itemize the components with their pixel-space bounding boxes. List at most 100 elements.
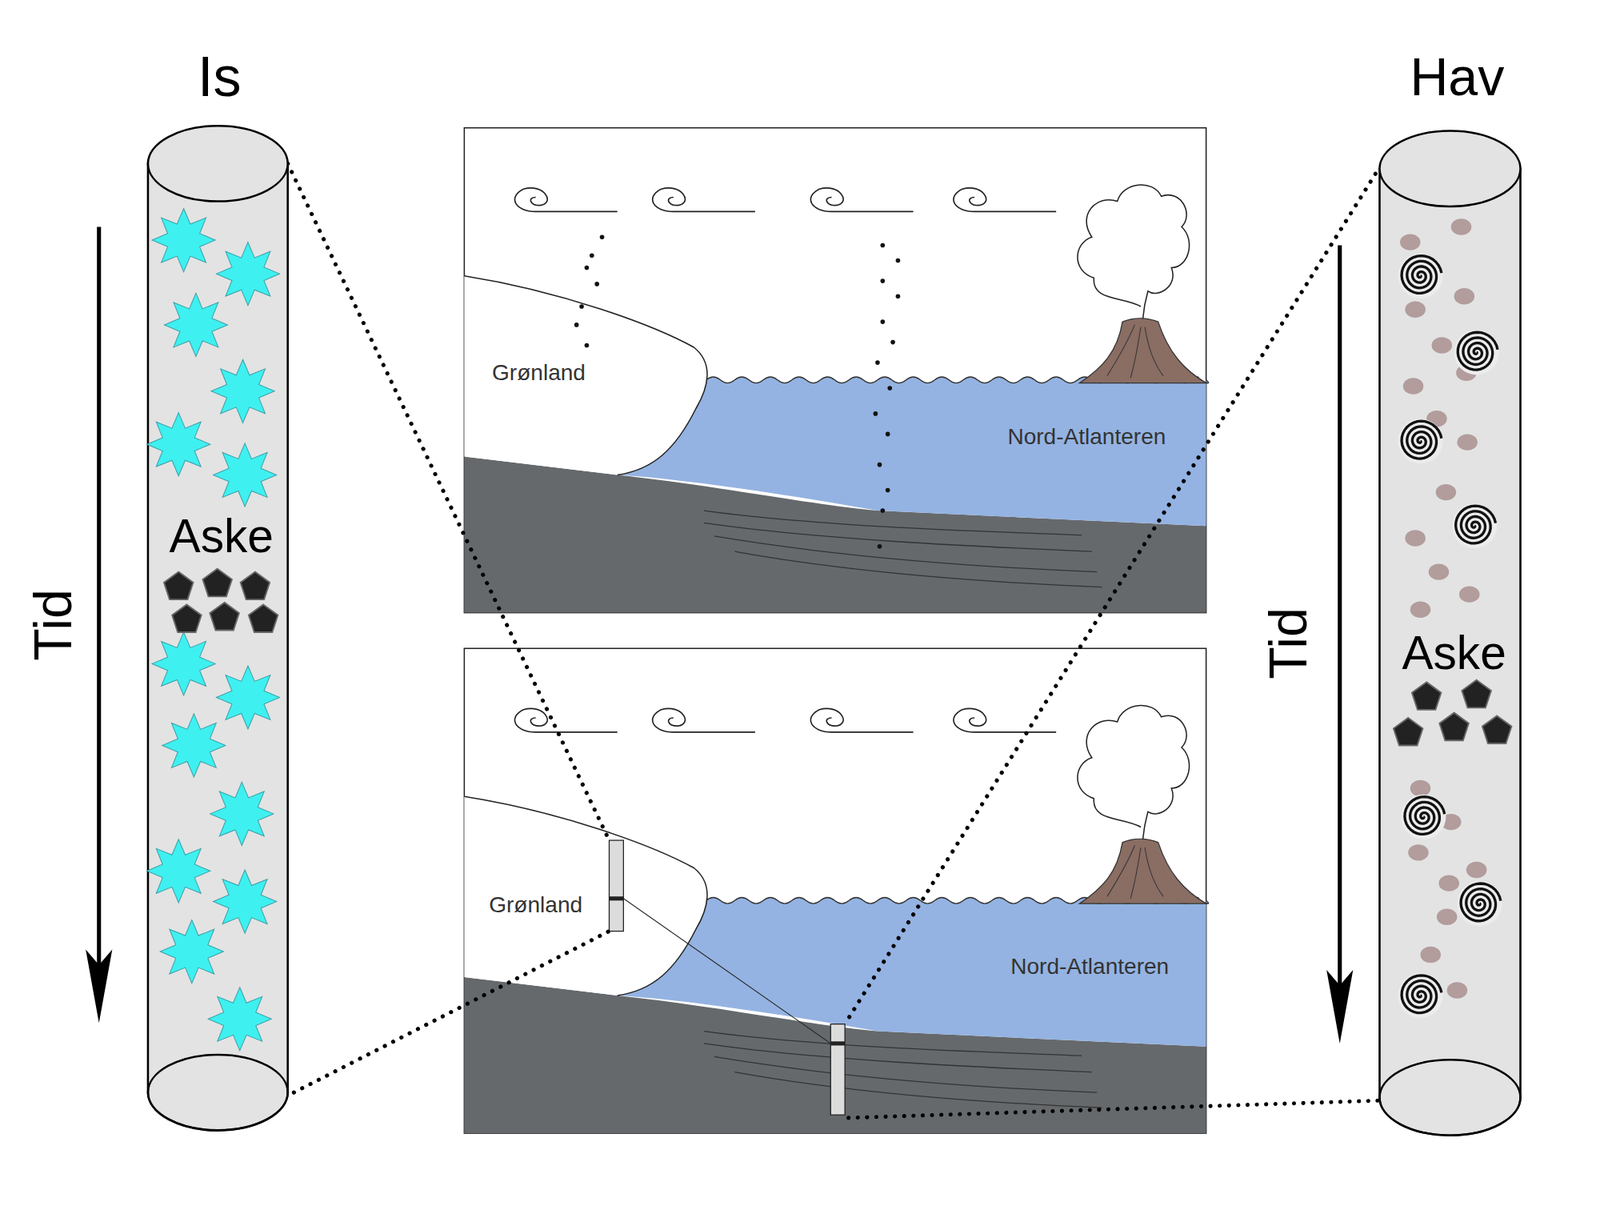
volcano-gully: [1130, 847, 1141, 899]
ash-particle: [1393, 717, 1423, 746]
wind-swirl: [514, 708, 617, 732]
ice-crystal: [162, 713, 226, 777]
ash-particle: [1439, 712, 1468, 741]
ice-crystal: [152, 208, 216, 272]
falling-ash: [887, 385, 892, 391]
region-label: Grønland: [488, 893, 583, 916]
ice-core: [148, 125, 288, 1130]
leader-line: [293, 931, 609, 1093]
foraminifera-shell: [1397, 418, 1443, 464]
ash-layer: [608, 896, 624, 900]
leader-line: [844, 173, 1376, 1024]
wind-swirl: [652, 708, 756, 732]
falling-ash: [885, 432, 891, 437]
sediment-grain: [1432, 336, 1453, 353]
scene-panel: [464, 648, 1208, 1133]
arrow-head: [85, 949, 112, 1024]
wind-swirl: [652, 188, 756, 212]
core-bottom: [1379, 1059, 1520, 1135]
sediment-grain: [1438, 874, 1460, 891]
falling-ash: [890, 340, 896, 345]
falling-ash: [584, 343, 590, 348]
ice-crystal: [152, 632, 216, 696]
ash-particle: [1482, 715, 1512, 744]
falling-ash: [594, 281, 600, 287]
sediment-layer: [714, 1056, 1097, 1092]
sediment-grain: [1436, 908, 1458, 925]
sediment-layer: [714, 536, 1097, 572]
sediment-grain: [1410, 780, 1432, 796]
wind-swirl: [810, 188, 913, 212]
sediment-grain: [1404, 301, 1426, 318]
core-body: [148, 163, 288, 1130]
shell-spiral: [1460, 883, 1501, 921]
sediment-layer: [704, 522, 1092, 552]
sediment-grain: [1404, 529, 1426, 546]
falling-ash: [584, 265, 590, 271]
sediment-layer: [734, 551, 1102, 588]
falling-ash: [574, 322, 580, 328]
core-title: Is: [197, 48, 242, 105]
region-label: Nord-Atlanteren: [1007, 425, 1166, 448]
sediment-grain: [1466, 861, 1488, 878]
ash-cloud: [1077, 184, 1190, 319]
shell-spiral: [1401, 420, 1442, 459]
ocean: [617, 376, 1209, 526]
sea-core-site: [830, 1024, 845, 1116]
falling-ash: [873, 411, 879, 416]
sea-core: [1379, 131, 1520, 1136]
falling-ash: [877, 462, 883, 468]
arrow-head: [1326, 969, 1353, 1044]
core-body: [1379, 168, 1520, 1136]
ash-particle: [1461, 680, 1491, 708]
core-title: Hav: [1409, 49, 1504, 103]
time-label: Tid: [1261, 607, 1315, 680]
sediment-grain: [1410, 601, 1432, 618]
time-arrow: [96, 226, 101, 970]
scene-panel: [464, 128, 1208, 613]
sediment-layer: [734, 1072, 1102, 1108]
ice-crystal: [164, 292, 228, 356]
region-label: Grønland: [492, 361, 586, 384]
foraminifera-shell: [1400, 794, 1446, 840]
falling-ash: [880, 508, 886, 513]
volcano: [1079, 838, 1206, 904]
wind-swirl: [953, 188, 1056, 212]
ice-core-site: [608, 840, 624, 932]
ice-crystal: [147, 839, 211, 903]
shell-spiral: [1401, 975, 1442, 1013]
falling-ash: [880, 243, 886, 248]
time-label: Tid: [26, 588, 80, 661]
ash-particle: [202, 568, 232, 597]
volcano-gully: [1144, 326, 1164, 376]
ash-label: Aske: [169, 512, 274, 560]
sediment-layer: [704, 1043, 1092, 1072]
volcano-gully: [1144, 847, 1164, 896]
falling-ash: [589, 252, 595, 258]
core-top: [148, 125, 288, 201]
ice-sheet: [464, 276, 708, 476]
ash-particle: [172, 604, 201, 632]
leader-line: [288, 163, 610, 840]
wind-swirl: [810, 708, 913, 732]
ash-cloud: [1077, 704, 1190, 839]
ocean: [617, 896, 1209, 1046]
sediment-grain: [1454, 288, 1476, 304]
sediment-grain: [1451, 218, 1472, 235]
volcano: [1079, 318, 1206, 384]
time-arrows: [85, 226, 1353, 1043]
panels: [464, 128, 1208, 1133]
ice-outline: [464, 796, 708, 996]
region-label: Nord-Atlanteren: [1010, 955, 1169, 978]
leader-line: [844, 1100, 1378, 1118]
ash-label: Aske: [1401, 629, 1506, 677]
falling-ash: [877, 544, 883, 549]
ash-particle: [164, 572, 193, 600]
falling-ash: [880, 319, 886, 324]
foraminifera-shell: [1397, 972, 1443, 1018]
shell-spiral: [1404, 796, 1445, 835]
sediment-layer: [704, 1031, 1082, 1056]
ash-particle: [240, 572, 270, 600]
ash-particle: [1412, 681, 1441, 710]
ice-crystal: [216, 665, 280, 729]
